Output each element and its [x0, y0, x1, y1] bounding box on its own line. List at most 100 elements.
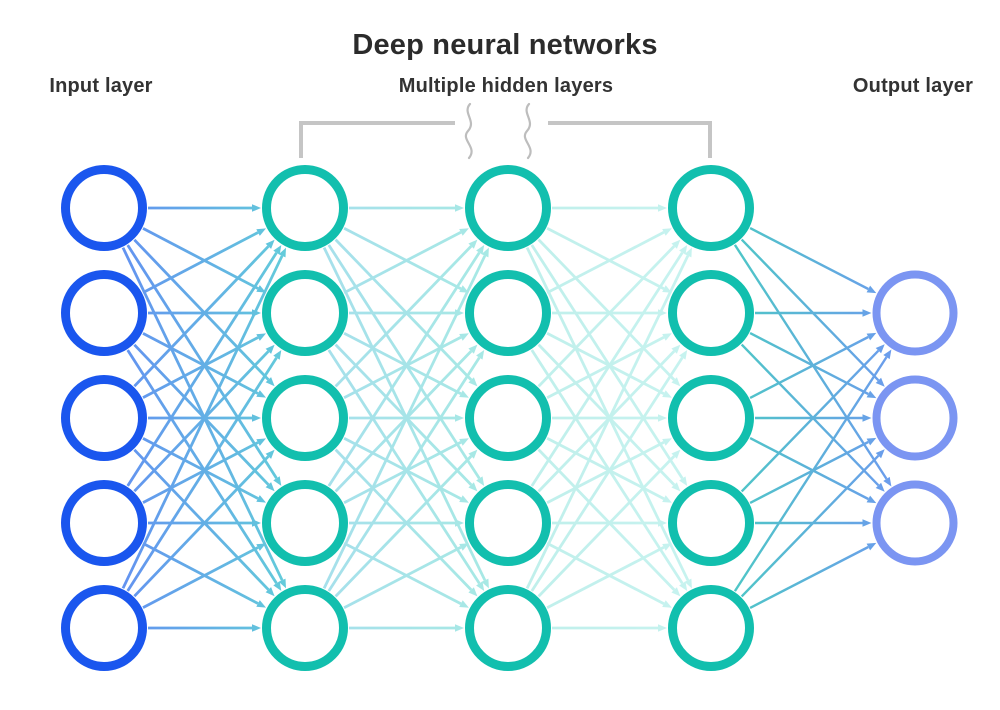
arrowhead-icon: [265, 239, 275, 249]
arrowhead-icon: [459, 543, 469, 551]
edge-hidden24-hidden32: [537, 455, 676, 598]
arrowhead-icon: [875, 482, 885, 492]
hidden1-node-4: [262, 480, 348, 566]
edge-input0-hidden13: [126, 244, 278, 480]
edge-hidden11-hidden24: [327, 349, 481, 585]
arrowhead-icon: [481, 578, 489, 589]
edge-hidden30-output1: [749, 227, 869, 291]
edge-input3-hidden14: [142, 542, 259, 605]
hidden3-node-2: [668, 270, 754, 356]
edge-hidden22-hidden31: [546, 336, 665, 400]
edge-input2-hidden10: [133, 245, 270, 388]
edge-hidden14-hidden22: [334, 455, 473, 598]
arrowhead-icon: [252, 204, 261, 212]
edge-hidden12-hidden21: [343, 336, 462, 400]
arrowhead-icon: [459, 228, 469, 236]
connections-hidden2-to-hidden3: [525, 204, 692, 632]
arrowhead-icon: [468, 344, 478, 354]
arrowhead-icon: [671, 482, 681, 492]
arrowhead-icon: [866, 332, 877, 341]
edge-hidden11-hidden23: [334, 343, 473, 486]
hidden-layers-bracket: [299, 102, 712, 160]
arrowhead-icon: [273, 581, 282, 591]
arrowhead-icon: [662, 228, 672, 236]
arrowhead-icon: [476, 476, 485, 486]
hidden2-node-3: [465, 375, 551, 461]
hidden-layers-label: Multiple hidden layers: [399, 75, 613, 97]
input-node-3: [61, 375, 147, 461]
arrowhead-icon: [468, 587, 478, 597]
arrowhead-icon: [265, 587, 275, 597]
arrowhead-icon: [468, 482, 478, 492]
edge-hidden23-hidden32: [546, 441, 665, 505]
hidden2-layer-nodes: [465, 165, 551, 671]
output-layer-label: Output layer: [853, 75, 973, 97]
hidden1-layer-nodes: [262, 165, 348, 671]
arrowhead-icon: [866, 390, 877, 399]
arrowhead-icon: [468, 239, 478, 249]
edge-hidden32-output1: [749, 335, 869, 399]
edge-hidden14-hidden21: [327, 356, 481, 592]
arrowhead-icon: [875, 344, 885, 354]
edge-input2-hidden14: [133, 448, 270, 591]
arrowhead-icon: [671, 239, 681, 249]
output-layer-nodes: [872, 270, 958, 566]
edge-hidden33-output2: [749, 440, 869, 504]
edge-hidden20-hidden32: [537, 238, 676, 381]
edge-hidden20-hidden33: [530, 244, 684, 480]
edge-input0-hidden12: [133, 238, 270, 381]
edge-hidden22-hidden33: [546, 436, 665, 500]
edge-hidden33-output1: [740, 349, 880, 493]
output-node-1: [872, 270, 958, 356]
arrowhead-icon: [252, 624, 261, 632]
arrowhead-icon: [455, 414, 464, 422]
edge-input2-hidden11: [142, 336, 259, 399]
edge-input4-hidden11: [126, 356, 278, 592]
arrowhead-icon: [455, 519, 464, 527]
arrowhead-icon: [679, 350, 688, 360]
arrowhead-icon: [459, 390, 469, 398]
arrowhead-icon: [256, 285, 266, 293]
hidden2-node-4: [465, 480, 551, 566]
edge-hidden20-hidden31: [546, 226, 665, 290]
arrowhead-icon: [658, 204, 667, 212]
bracket-right-segment: [548, 121, 712, 158]
edge-hidden12-hidden23: [343, 436, 462, 500]
edge-hidden21-hidden30: [546, 231, 665, 295]
hidden3-node-4: [668, 480, 754, 566]
hidden1-node-2: [262, 270, 348, 356]
edge-hidden10-hidden21: [343, 226, 462, 290]
arrowhead-icon: [671, 587, 681, 597]
arrowhead-icon: [278, 578, 286, 589]
hidden2-node-2: [465, 270, 551, 356]
input-node-2: [61, 270, 147, 356]
edge-input1-hidden14: [126, 349, 278, 585]
arrowhead-icon: [256, 333, 266, 341]
edge-hidden23-hidden30: [530, 251, 684, 487]
edge-input4-hidden12: [133, 455, 270, 598]
edge-hidden11-hidden20: [343, 231, 462, 295]
hidden1-node-3: [262, 375, 348, 461]
arrowhead-icon: [265, 449, 275, 459]
arrowhead-icon: [459, 333, 469, 341]
edge-input1-hidden13: [133, 343, 270, 486]
connections-hidden3-to-output: [733, 227, 892, 609]
arrowhead-icon: [883, 349, 892, 360]
edge-input4-hidden10: [121, 255, 284, 589]
connections-hidden1-to-hidden2: [322, 204, 489, 632]
arrowhead-icon: [658, 414, 667, 422]
break-mark-icon: [464, 102, 473, 160]
edge-input3-hidden10: [126, 251, 278, 487]
bracket-left-segment: [299, 121, 455, 158]
arrowhead-icon: [256, 438, 266, 446]
output-node-3: [872, 480, 958, 566]
edge-hidden24-hidden33: [546, 546, 665, 610]
arrowhead-icon: [866, 285, 877, 294]
edge-hidden14-hidden20: [322, 255, 487, 590]
edge-hidden34-output2: [740, 454, 880, 598]
arrowhead-icon: [273, 245, 282, 255]
arrowhead-icon: [459, 600, 469, 608]
edge-input4-hidden13: [142, 546, 259, 609]
arrowhead-icon: [684, 578, 692, 589]
input-node-5: [61, 585, 147, 671]
